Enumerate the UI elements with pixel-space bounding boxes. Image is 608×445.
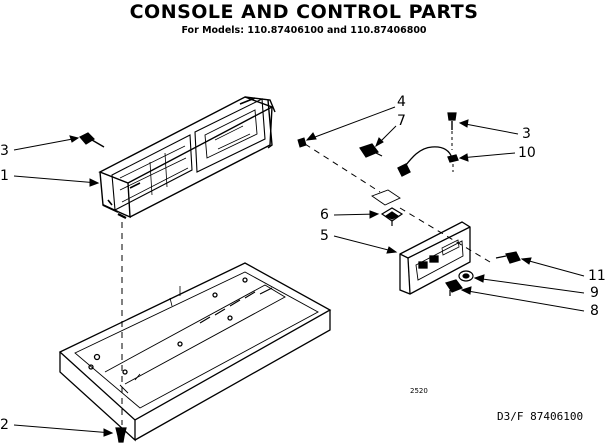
figure-number: 2520 xyxy=(410,387,428,395)
callout-2: 2 xyxy=(0,417,9,433)
callout-7: 7 xyxy=(397,113,406,129)
callout-10: 10 xyxy=(518,145,536,161)
wire-harness-icon xyxy=(397,146,459,177)
callout-9: 9 xyxy=(590,285,599,301)
clip-icon xyxy=(297,137,307,148)
callout-5: 5 xyxy=(320,228,329,244)
callout-6: 6 xyxy=(320,207,329,223)
lamp-icon xyxy=(495,251,521,264)
screw-icon xyxy=(79,132,105,148)
alignment-line xyxy=(451,131,454,172)
callout-3-left: 3 xyxy=(0,143,9,159)
cabinet-top-panel xyxy=(58,262,332,442)
switch-icon xyxy=(458,270,474,282)
knob-icon xyxy=(445,279,463,296)
callout-8: 8 xyxy=(590,303,599,319)
knob-icon xyxy=(359,143,383,158)
console-housing xyxy=(98,96,276,219)
callout-11: 11 xyxy=(588,268,606,284)
callout-4: 4 xyxy=(397,94,406,110)
alignment-line xyxy=(304,143,491,263)
callout-3-right: 3 xyxy=(522,126,531,142)
control-panel xyxy=(371,189,471,295)
page-subtitle: For Models: 110.87406100 and 110.8740680… xyxy=(181,25,427,36)
diagram-code: D3/F 87406100 xyxy=(497,410,584,423)
page-title: CONSOLE AND CONTROL PARTS xyxy=(129,1,479,23)
bracket-icon xyxy=(380,207,404,226)
screw-icon xyxy=(115,427,127,443)
callout-1: 1 xyxy=(0,168,9,184)
leader-lines xyxy=(13,106,585,437)
screw-icon xyxy=(447,112,457,130)
